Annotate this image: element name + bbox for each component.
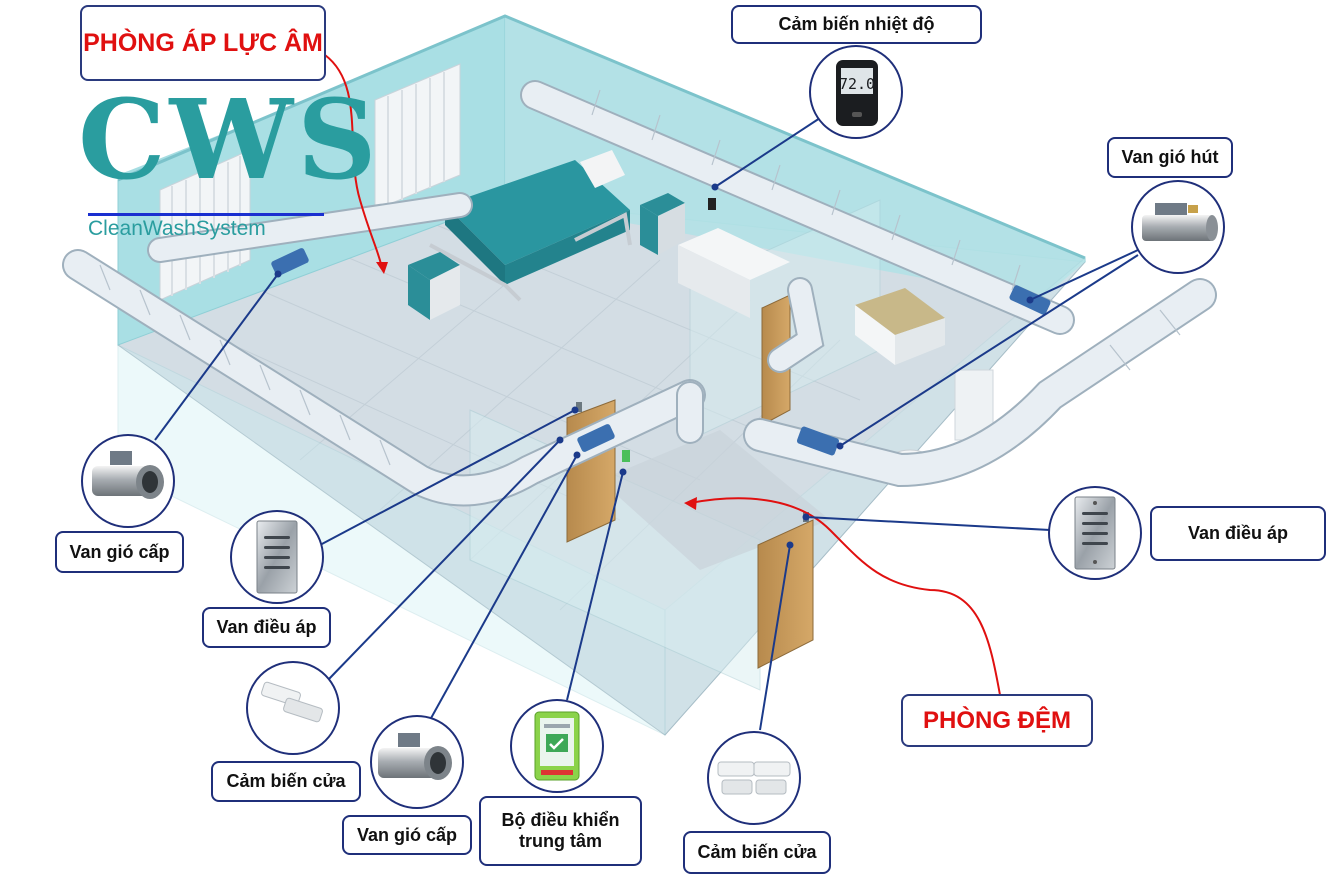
svg-text:72.0: 72.0 bbox=[839, 75, 875, 93]
connector-supply-bottom bbox=[429, 454, 578, 721]
connector-dots bbox=[274, 183, 1034, 549]
indicator-green bbox=[622, 450, 630, 462]
supply-damper-left-label: Van gió cấp bbox=[55, 531, 184, 573]
bed-rail bbox=[429, 243, 522, 302]
duct-mid bbox=[769, 279, 823, 371]
bed-mattress bbox=[445, 160, 630, 265]
connector-exhaust-2 bbox=[839, 254, 1139, 447]
cart-left-body bbox=[408, 265, 430, 320]
connector-pressure-right bbox=[805, 516, 1051, 531]
door-sensor-right-label: Cảm biến cửa bbox=[683, 831, 831, 874]
arrow-negative-room-head bbox=[376, 262, 388, 274]
cart-left bbox=[408, 252, 460, 280]
cart-left-side bbox=[430, 265, 460, 320]
cabinet-right bbox=[640, 193, 685, 216]
logo-tagline: CleanWashSystem bbox=[88, 217, 266, 240]
supply-damper-bottom-text: Van gió cấp bbox=[356, 824, 458, 845]
exhaust-damper-text: Van gió hút bbox=[1121, 147, 1219, 168]
connectors bbox=[154, 117, 1139, 731]
door-sensor-right-text: Cảm biến cửa bbox=[697, 842, 817, 863]
connector-controller bbox=[566, 471, 624, 701]
pressure-valve-left-label: Van điều áp bbox=[202, 607, 331, 648]
cabinet-right-body bbox=[640, 205, 658, 255]
door-sensor-left-label: Cảm biến cửa bbox=[211, 761, 361, 802]
pillow bbox=[580, 150, 625, 188]
connector-pressure-left bbox=[319, 409, 576, 546]
supply-damper-bottom-label: Van gió cấp bbox=[342, 815, 472, 855]
cabinet-right-side bbox=[658, 203, 685, 255]
duct-back bbox=[149, 194, 471, 261]
vanity-side bbox=[895, 318, 945, 365]
vanity-body bbox=[855, 305, 895, 365]
temperature-sensor-text: Cảm biến nhiệt độ bbox=[778, 14, 935, 35]
windows bbox=[159, 63, 461, 301]
controller-icon bbox=[510, 699, 604, 793]
connector-supply-left bbox=[154, 273, 279, 441]
thermostat-icon: 72.0 bbox=[809, 45, 903, 139]
wall-top-edge bbox=[117, 14, 1086, 260]
connector-exhaust-1 bbox=[1029, 249, 1139, 301]
supply-damper-left-text: Van gió cấp bbox=[69, 541, 170, 562]
logo-mark: CWS bbox=[78, 75, 381, 204]
ducts bbox=[62, 80, 1217, 507]
damper-left-in-scene bbox=[271, 248, 309, 276]
vanity-top bbox=[855, 288, 945, 335]
damper-icon bbox=[1131, 180, 1225, 274]
door-sensor-icon bbox=[246, 661, 340, 755]
counter-front bbox=[678, 245, 750, 318]
arrow-negative-room bbox=[324, 54, 383, 269]
pressure-valve-left-text: Van điều áp bbox=[216, 617, 317, 638]
pressure-valve-right-label: Van điều áp bbox=[1150, 506, 1326, 561]
counter-top bbox=[678, 228, 790, 280]
duct-top bbox=[522, 82, 1073, 333]
duct-right bbox=[745, 280, 1215, 486]
pressure-valve-right-text: Van điều áp bbox=[1187, 523, 1289, 544]
damper-icon bbox=[81, 434, 175, 528]
window-right bbox=[374, 63, 461, 211]
logo-underline bbox=[88, 213, 324, 216]
connector-door-right bbox=[759, 544, 791, 731]
grille-icon bbox=[1048, 486, 1142, 580]
central-controller-label: Bộ điều khiển trung tâm bbox=[479, 796, 642, 866]
furniture bbox=[408, 150, 994, 475]
grille-icon bbox=[230, 510, 324, 604]
door-anteroom bbox=[757, 519, 814, 669]
red-arrows bbox=[324, 54, 1001, 696]
arrow-anteroom-head bbox=[684, 497, 697, 510]
exhaust-damper-label: Van gió hút bbox=[1107, 137, 1233, 178]
duct-ribs bbox=[99, 89, 1181, 466]
bed-side bbox=[445, 205, 505, 285]
cws-logo: CWS CleanWashSystem bbox=[78, 85, 377, 245]
arrow-anteroom bbox=[689, 497, 1001, 696]
connector-temperature bbox=[714, 117, 821, 188]
bed-rail-2 bbox=[574, 212, 632, 246]
central-controller-line1: Bộ điều khiển bbox=[501, 810, 620, 831]
negative-pressure-room-label: PHÒNG ÁP LỰC ÂM bbox=[80, 5, 326, 81]
negative-pressure-room-text: PHÒNG ÁP LỰC ÂM bbox=[83, 28, 323, 57]
grille-in-scene bbox=[576, 402, 582, 412]
thermostat-in-scene bbox=[708, 198, 716, 210]
temperature-sensor-label: Cảm biến nhiệt độ bbox=[731, 5, 982, 44]
door-sensor-left-text: Cảm biến cửa bbox=[226, 771, 346, 792]
central-controller-line2: trung tâm bbox=[519, 831, 602, 851]
duct-supply bbox=[64, 251, 704, 505]
damper-mid-in-scene bbox=[577, 424, 615, 452]
right-wall-face bbox=[505, 16, 1085, 300]
damper-right-in-scene bbox=[796, 426, 840, 456]
connector-door-left bbox=[327, 439, 561, 681]
anteroom-text: PHÒNG ĐỆM bbox=[922, 706, 1071, 734]
damper-icon bbox=[370, 715, 464, 809]
door-sensor-icon bbox=[707, 731, 801, 825]
anteroom-label: PHÒNG ĐỆM bbox=[901, 694, 1093, 747]
